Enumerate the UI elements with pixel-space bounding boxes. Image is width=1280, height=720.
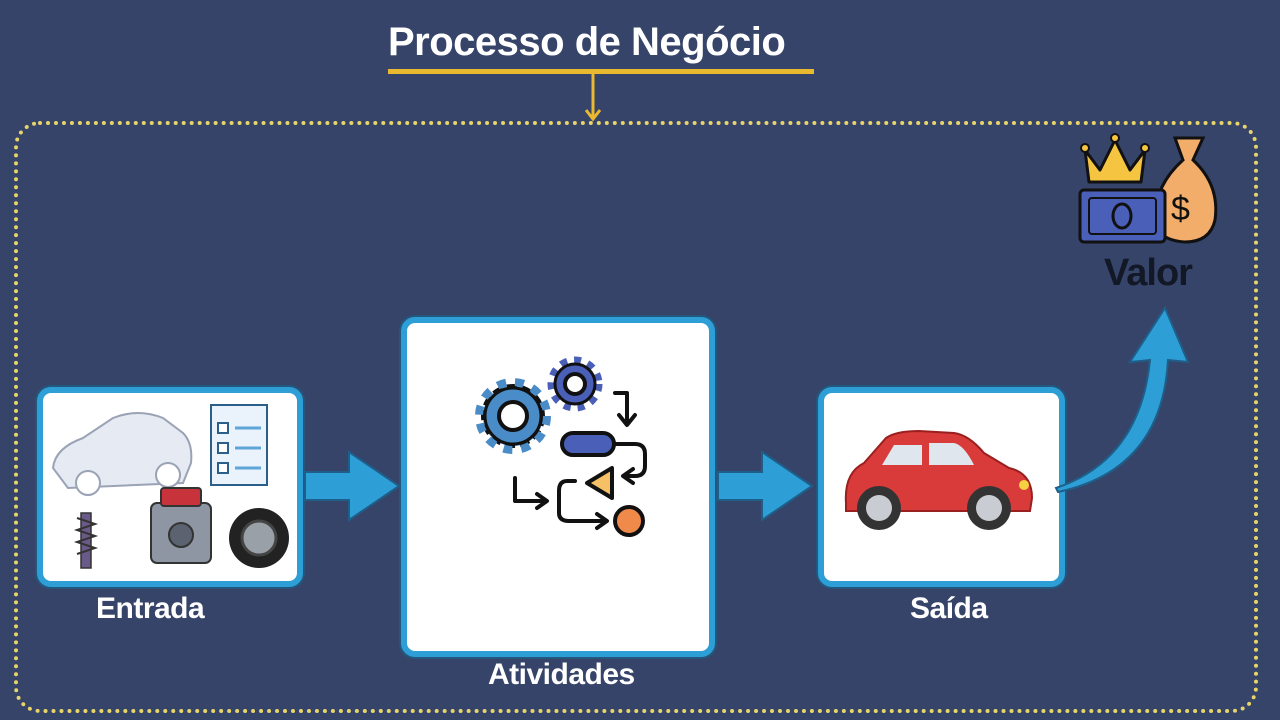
input-label: Entrada (96, 592, 205, 625)
red-car-icon (844, 429, 1034, 530)
value-arrow-icon (1054, 305, 1190, 494)
activities-box (401, 317, 715, 657)
value-label: Valor (1104, 252, 1193, 294)
activities-label: Atividades (488, 658, 635, 691)
output-label: Saída (910, 592, 988, 625)
process-boundary (14, 121, 1258, 713)
flow-arrow-icon (717, 450, 814, 522)
title-underline (388, 69, 814, 74)
process-gears-icon (475, 356, 647, 537)
money-crown-icon: $ (1078, 133, 1218, 244)
flow-arrow-icon (304, 450, 401, 522)
svg-text:$: $ (1171, 190, 1190, 228)
output-box (818, 387, 1065, 587)
page-title: Processo de Negócio (388, 20, 786, 64)
down-arrow-icon (584, 72, 602, 122)
input-box (37, 387, 303, 587)
car-parts-icon (51, 404, 289, 569)
